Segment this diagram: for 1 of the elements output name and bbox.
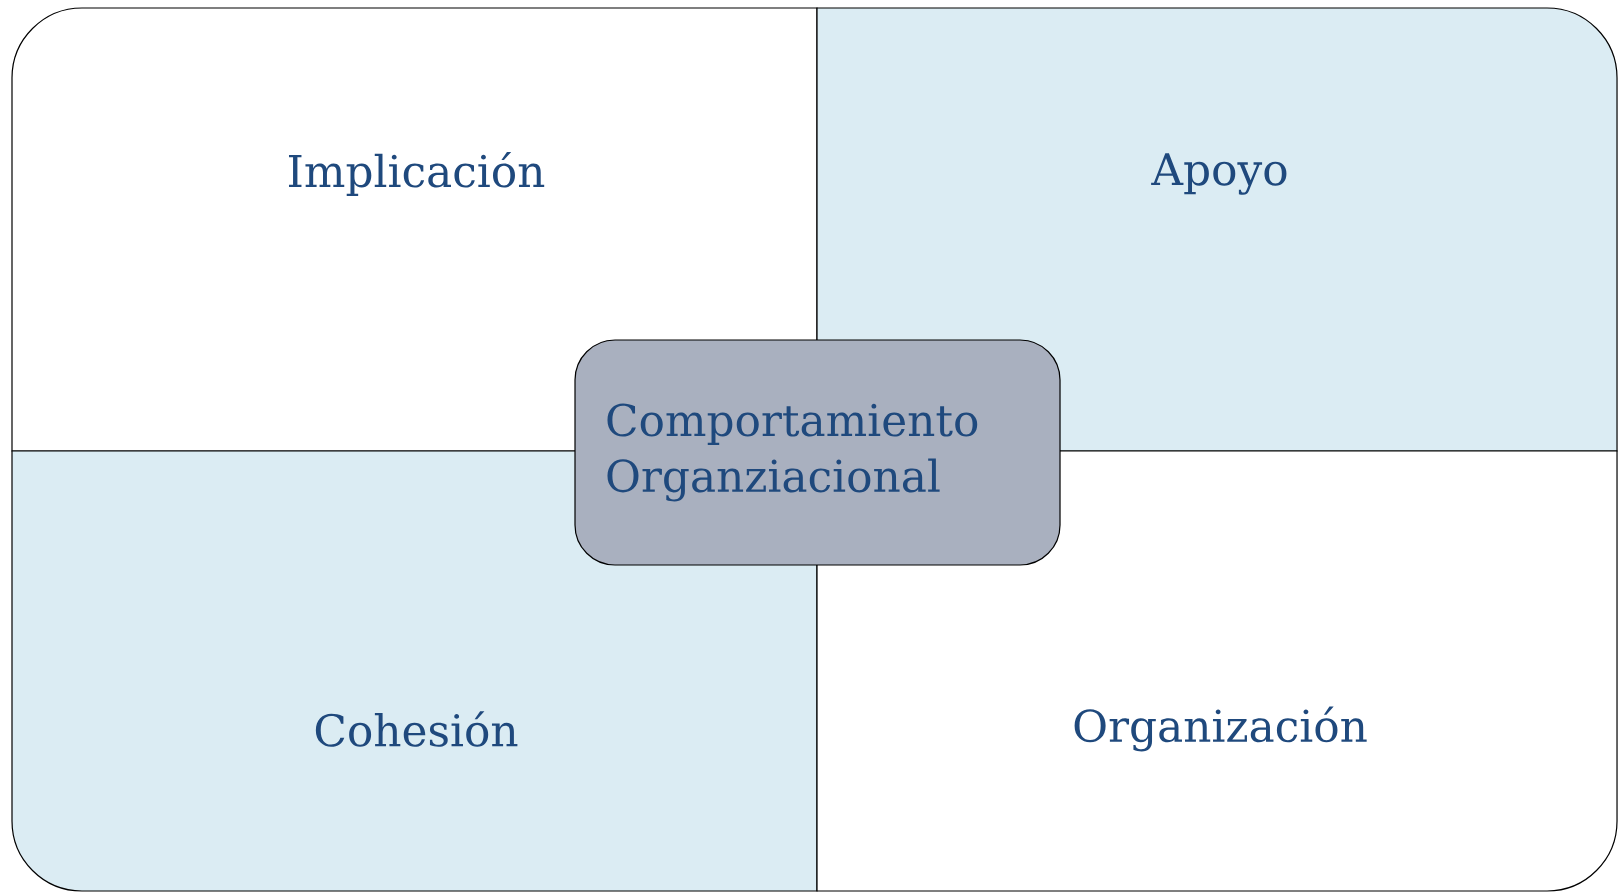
center-box: Comportamiento Organziacional [574, 339, 1061, 566]
